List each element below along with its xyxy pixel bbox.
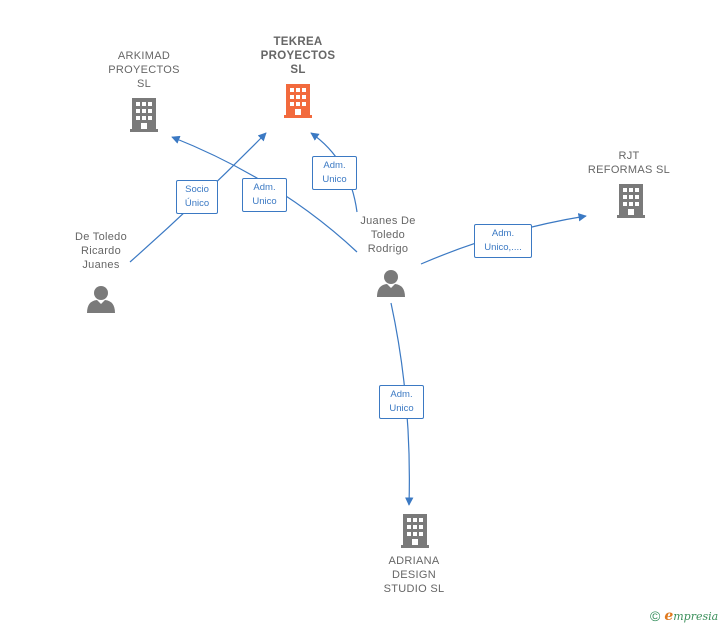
edge-label-adm-unico-arkimad[interactable]: Adm. Unico — [242, 178, 287, 212]
brand-name: empresia — [664, 608, 719, 624]
building-icon[interactable] — [130, 98, 158, 132]
node-label-arkimad[interactable]: ARKIMAD PROYECTOS SL — [108, 50, 180, 90]
node-label-adriana[interactable]: ADRIANA DESIGN STUDIO SL — [383, 555, 445, 595]
person-icon[interactable] — [377, 270, 405, 297]
person-icon[interactable] — [87, 286, 115, 313]
edge-label-socio-unico[interactable]: Socio Único — [176, 180, 218, 214]
node-label-ricardo[interactable]: De Toledo Ricardo Juanes — [74, 231, 128, 271]
brand-logo: © empresia — [650, 608, 718, 624]
node-label-rodrigo[interactable]: Juanes De Toledo Rodrigo — [360, 215, 416, 255]
node-label-rjt[interactable]: RJT REFORMAS SL — [587, 150, 671, 176]
copyright-symbol: © — [650, 608, 661, 624]
edge-label-adm-unico-rjt[interactable]: Adm. Unico,.... — [474, 224, 532, 258]
node-label-tekrea[interactable]: TEKREA PROYECTOS SL — [260, 36, 336, 76]
edge-label-adm-unico-adriana[interactable]: Adm. Unico — [379, 385, 424, 419]
edge-label-adm-unico-tekrea[interactable]: Adm. Unico — [312, 156, 357, 190]
building-icon-focus[interactable] — [284, 84, 312, 118]
building-icon[interactable] — [617, 184, 645, 218]
building-icon[interactable] — [401, 514, 429, 548]
